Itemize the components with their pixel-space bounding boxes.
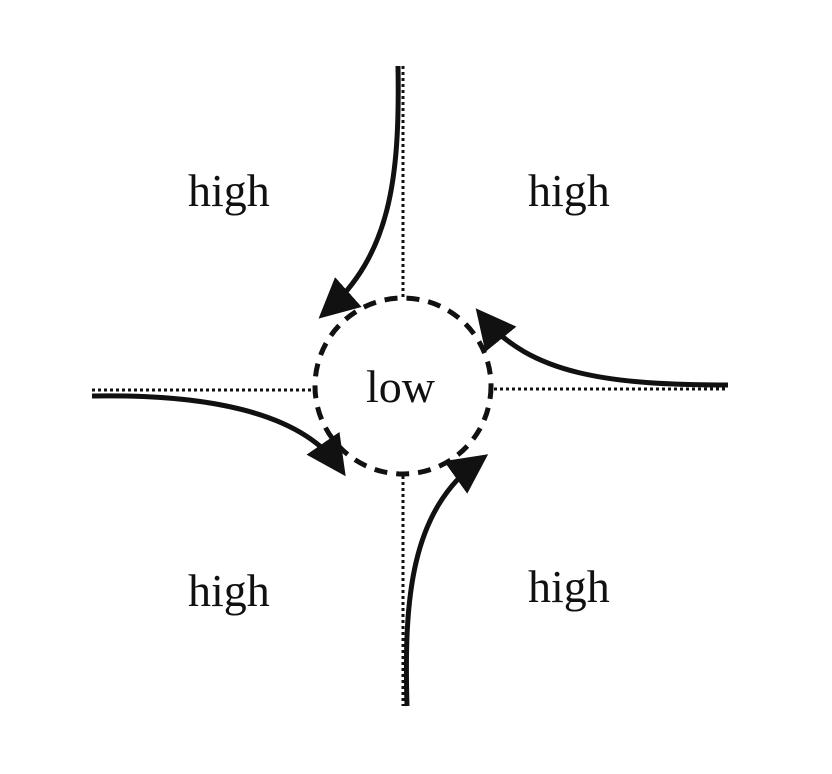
label-high-bottom-left: high xyxy=(188,565,270,616)
flow-arrows xyxy=(91,65,729,707)
arrow-from-bottom xyxy=(403,454,489,707)
arrow-from-left xyxy=(91,393,346,477)
label-high-bottom-right: high xyxy=(528,561,610,612)
dotted-axes xyxy=(92,66,728,706)
label-low-center: low xyxy=(366,361,435,412)
arrow-from-top xyxy=(318,65,401,319)
arrow-from-right xyxy=(475,308,729,388)
label-high-top-left: high xyxy=(188,165,270,216)
low-region-circle xyxy=(312,295,494,477)
label-high-top-right: high xyxy=(528,165,610,216)
